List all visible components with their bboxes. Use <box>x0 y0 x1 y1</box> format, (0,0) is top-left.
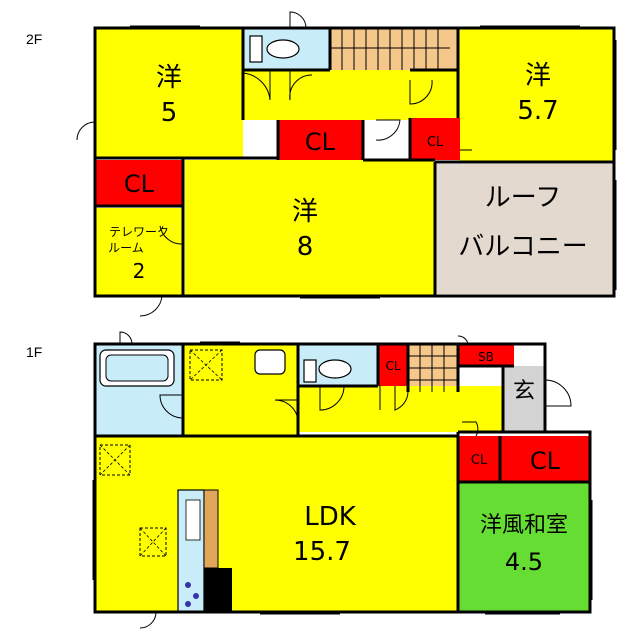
doors-2f <box>76 11 472 317</box>
label-western-8-size: 8 <box>297 232 314 262</box>
room-ldk <box>95 436 458 612</box>
room-western-57 <box>458 28 614 162</box>
toilet-tank-2f <box>249 35 263 63</box>
label-western-57-type: 洋 <box>525 61 551 91</box>
room-western-8 <box>185 160 435 296</box>
kitchen-cupboard <box>203 489 219 569</box>
label-western-5-type: 洋 <box>156 63 182 93</box>
label-closet-2f-left: CL <box>124 170 155 198</box>
room-telework <box>95 208 183 296</box>
label-roof-balcony-line2: バルコニー <box>458 232 587 262</box>
label-telework-line1: テレワーク <box>109 225 169 239</box>
kitchen-sink <box>185 499 201 541</box>
stair-treads-2f <box>330 28 450 70</box>
closet-2f-left <box>95 160 183 206</box>
closet-1f-hall <box>458 436 500 482</box>
windows-2f <box>130 25 617 299</box>
label-entrance: 玄 <box>513 379 535 404</box>
label-japanese-room-name: 洋風和室 <box>480 513 568 538</box>
stairs-2f <box>330 28 458 70</box>
refrigerator <box>204 568 232 612</box>
floor-label-1f: 1F <box>26 344 42 360</box>
room-western-5 <box>95 28 243 158</box>
label-closet-2f-center: CL <box>305 128 336 156</box>
storage-marker-2 <box>139 527 167 557</box>
label-ldk-size: 15.7 <box>293 537 351 567</box>
label-closet-1f-stair: CL <box>385 359 400 373</box>
shoe-box <box>458 344 514 366</box>
hall-2f <box>244 70 458 120</box>
label-western-8-type: 洋 <box>292 197 318 227</box>
label-closet-1f-hall: CL <box>471 453 488 468</box>
roof-balcony <box>436 164 614 294</box>
label-western-5-size: 5 <box>161 98 178 128</box>
washbasin <box>254 349 286 375</box>
room-japanese <box>458 482 590 612</box>
walls-2f <box>93 26 616 298</box>
label-ldk-name: LDK <box>304 502 357 532</box>
closet-1f-japanese <box>500 436 590 482</box>
first-floor: LDK 15.7 洋風和室 4.5 玄 SB CL CL CL <box>92 331 593 629</box>
label-japanese-room-size: 4.5 <box>505 548 543 576</box>
label-western-57-size: 5.7 <box>517 96 558 126</box>
label-closet-1f-japanese: CL <box>530 447 561 475</box>
entrance <box>503 366 545 432</box>
bathtub-basin <box>105 354 169 382</box>
storage-marker-1 <box>99 444 131 476</box>
label-telework-line2: ルーム <box>108 241 144 255</box>
second-floor: 洋 5 洋 5.7 洋 8 テレワーク ルーム 2 ルーフ バルコニー CL C… <box>76 11 617 317</box>
closet-2f-right <box>410 118 460 160</box>
hall-1f <box>298 386 503 432</box>
laundry-space <box>189 349 223 381</box>
label-roof-balcony-line1: ルーフ <box>485 183 561 213</box>
stove-burners <box>185 582 199 607</box>
windows-1f <box>92 341 593 615</box>
label-closet-2f-right: CL <box>427 135 444 150</box>
floor-label-2f: 2F <box>26 31 42 47</box>
label-shoe-box: SB <box>478 350 494 364</box>
label-telework-size: 2 <box>133 259 146 283</box>
closet-2f-center <box>278 120 363 160</box>
toilet-bowl-1f <box>318 359 352 379</box>
closet-1f-stair <box>378 344 408 386</box>
toilet-tank-1f <box>303 359 317 383</box>
walls-1f <box>93 342 592 614</box>
doors-1f <box>119 331 572 629</box>
toilet-bowl-2f <box>266 39 300 59</box>
stair-treads-1f <box>408 344 458 392</box>
